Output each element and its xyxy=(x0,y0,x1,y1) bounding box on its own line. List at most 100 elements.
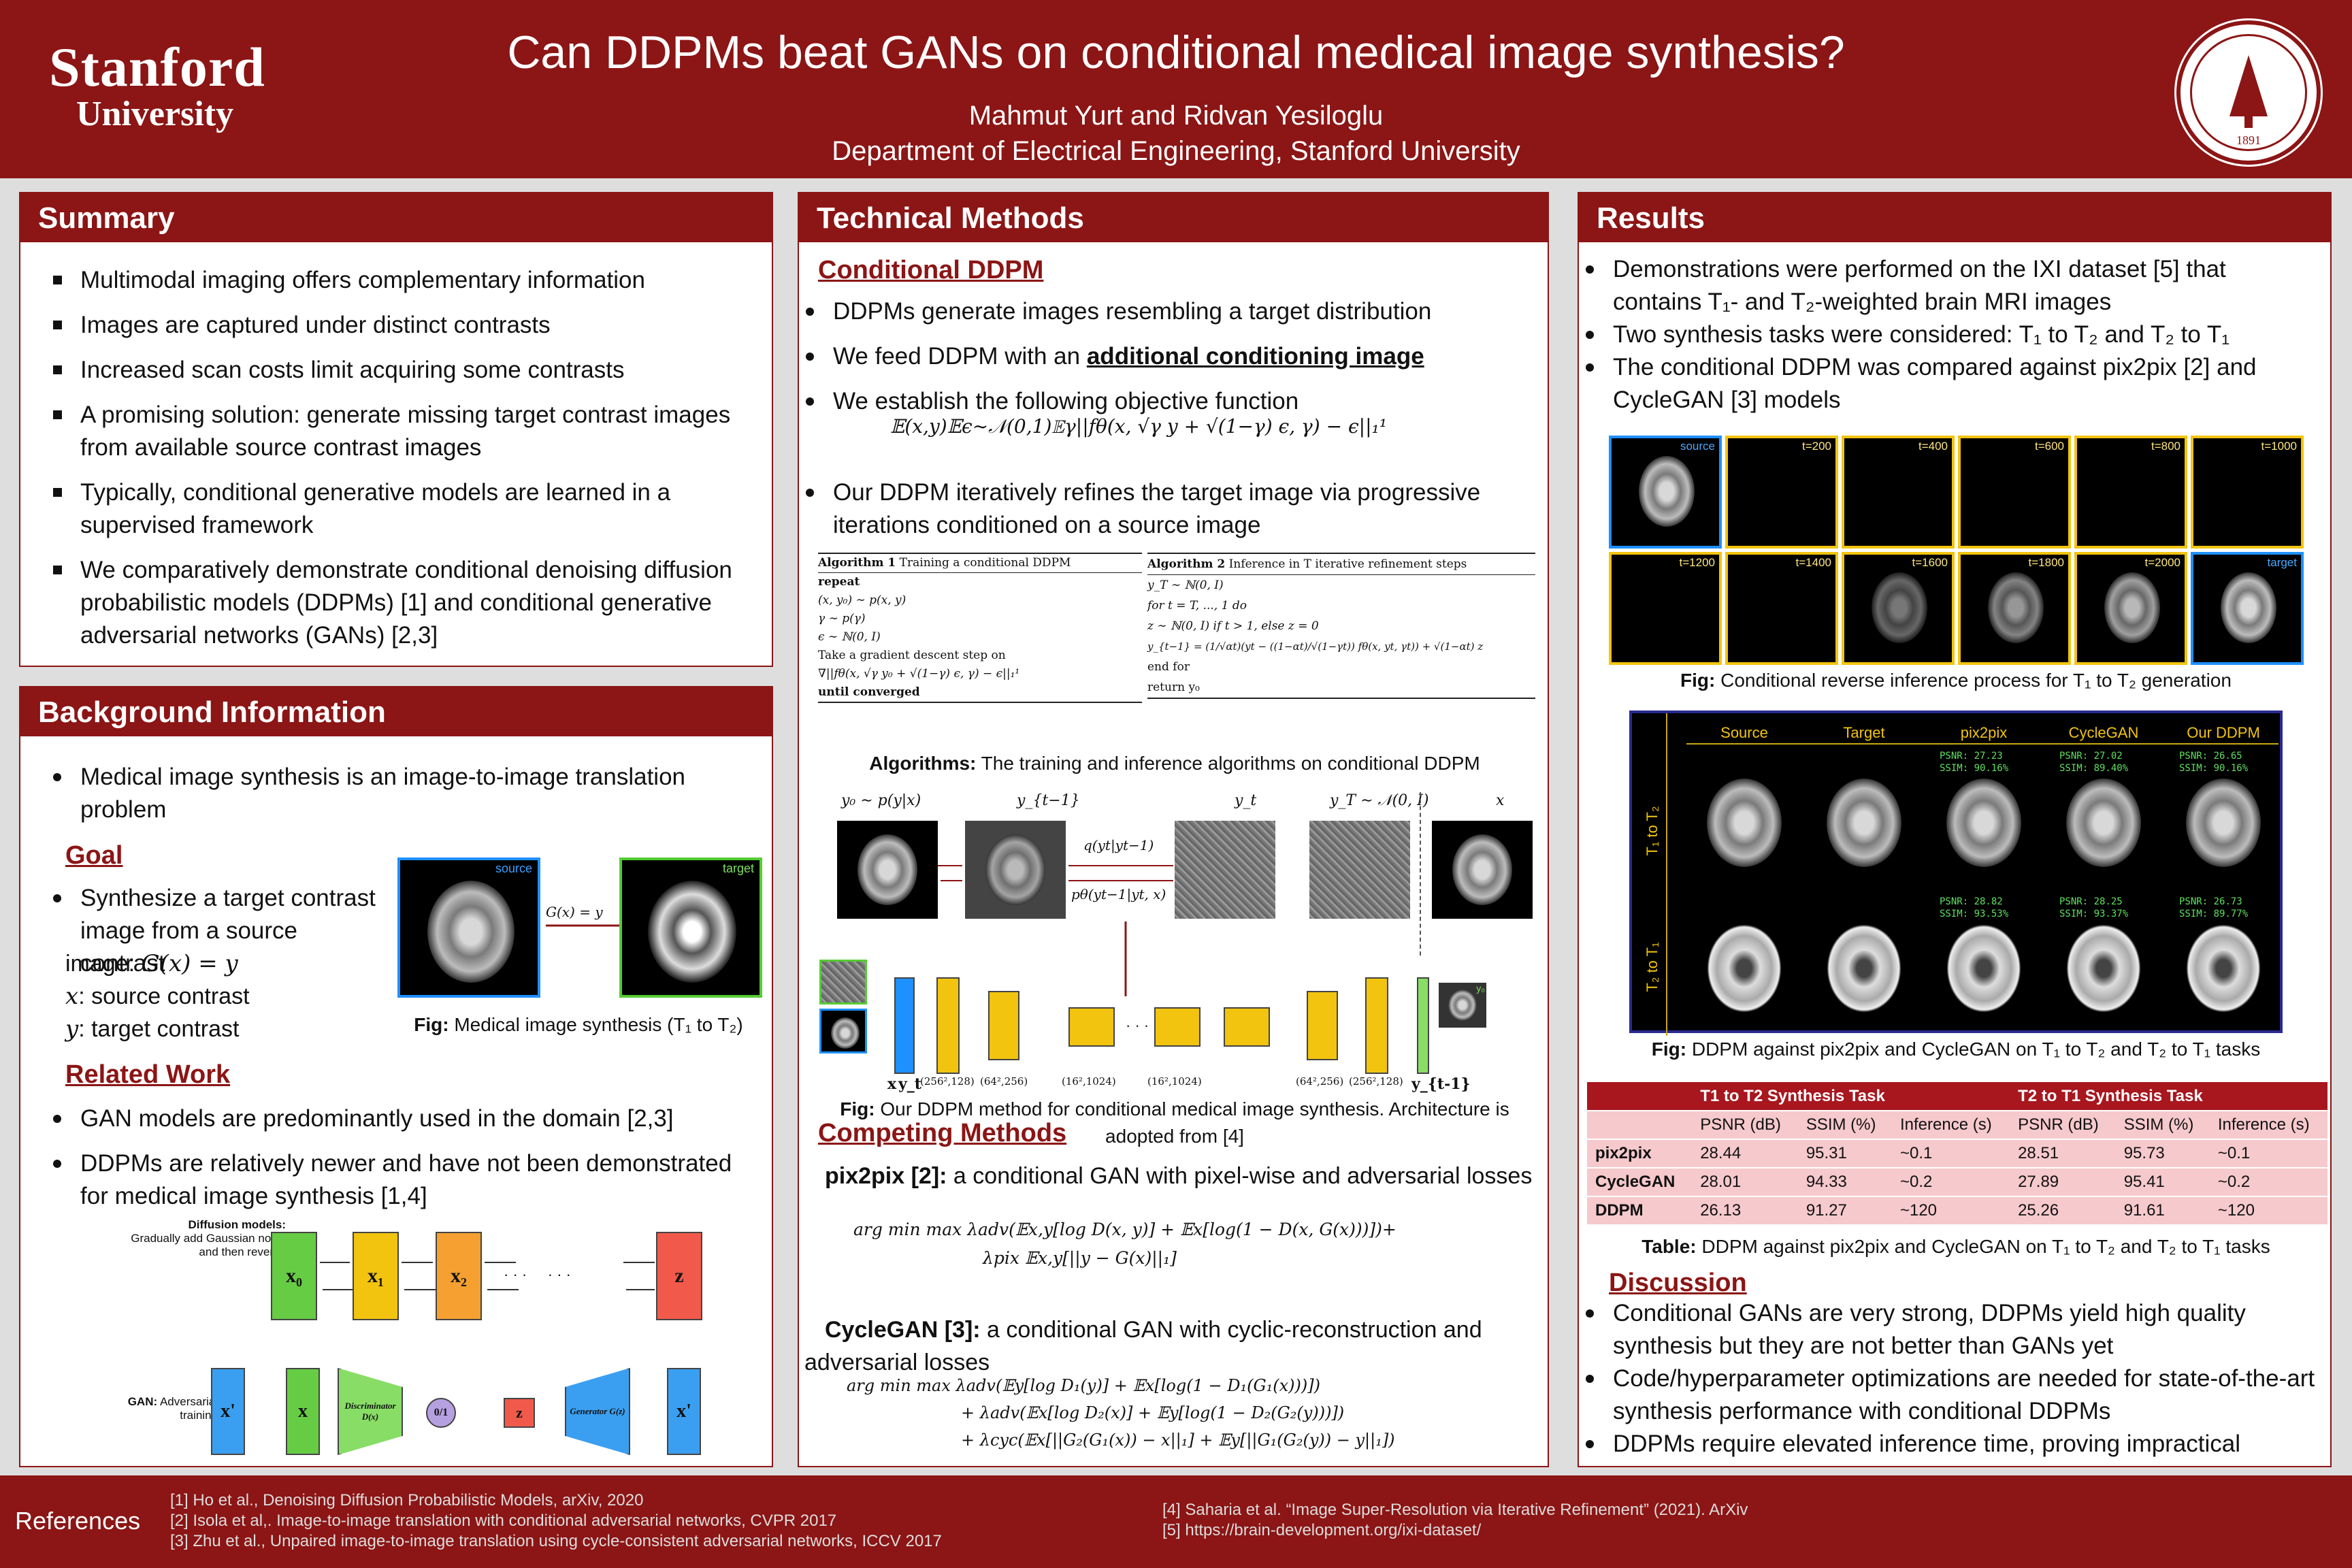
list-item: Two synthesis tasks were considered: T₁ … xyxy=(1586,318,2317,351)
comparison-brain xyxy=(2186,924,2261,1013)
table-cell: DDPM xyxy=(1587,1196,1693,1226)
column-label: CycleGAN xyxy=(2068,724,2139,741)
comparison-brain xyxy=(1707,924,1782,1013)
summary-panel: Summary Multimodal imaging offers comple… xyxy=(19,192,773,667)
list-item: Medical image synthesis is an image-to-i… xyxy=(53,761,758,826)
discussion-heading: Discussion xyxy=(1609,1269,1747,1297)
table-cell: ~0.1 xyxy=(2209,1139,2328,1169)
cyclegan-equation: arg min max λadv(𝔼y[log D₁(y)] + 𝔼x[log(… xyxy=(847,1376,1320,1395)
background-panel: Background Information Medical image syn… xyxy=(19,686,773,1467)
column-label: Our DDPM xyxy=(2187,724,2260,741)
grid-caption: Fig: Conditional reverse inference proce… xyxy=(1680,670,2232,691)
unet-block xyxy=(936,977,960,1074)
chain-separator xyxy=(1420,792,1421,956)
comparison-brain xyxy=(1946,924,2021,1013)
grid-label: t=1200 xyxy=(1679,556,1715,569)
source-image: source xyxy=(397,858,540,998)
table-caption: Table: DDPM against pix2pix and CycleGAN… xyxy=(1642,1236,2270,1257)
poster-authors: Mahmut Yurt and Ridvan Yesiloglu xyxy=(968,101,1384,131)
table-cell: 95.31 xyxy=(1797,1139,1892,1169)
list-item: Synthesize a target contrast image from … xyxy=(53,882,384,980)
unet-label: (16²,1024) xyxy=(1062,1075,1116,1088)
grid-cell: t=200 xyxy=(1725,436,1838,549)
y-definition: : target contrast xyxy=(78,1016,240,1042)
poster-affiliation: Department of Electrical Engineering, St… xyxy=(832,136,1520,166)
reverse-label: pθ(yt−1|yt, x) xyxy=(1071,886,1166,902)
diagram-box: Generator G(z) xyxy=(565,1368,630,1455)
architecture-caption: Fig: Our DDPM method for conditional med… xyxy=(840,1098,1509,1147)
table-column-header: Inference (s) xyxy=(1891,1111,2010,1140)
table-cell: 25.26 xyxy=(2010,1196,2116,1226)
fig-caption: Fig: Medical image synthesis (T₁ to T₂) xyxy=(414,1014,743,1035)
methods-panel: Technical Methods Conditional DDPM DDPMs… xyxy=(798,192,1549,1467)
list-item: GAN models are predominantly used in the… xyxy=(53,1102,758,1135)
forward-label: q(yt|yt−1) xyxy=(1083,837,1154,853)
grid-label: source xyxy=(1680,440,1715,453)
list-item: We feed DDPM with an additional conditio… xyxy=(806,340,1534,373)
reference-item: [3] Zhu et al., Unpaired image-to-image … xyxy=(170,1532,942,1550)
unet-label: y_t xyxy=(898,1075,921,1093)
unet-label: (256²,128) xyxy=(920,1075,975,1088)
grid-cell: t=800 xyxy=(2074,436,2187,549)
grid-cell: t=1000 xyxy=(2191,436,2304,549)
list-item: Our DDPM iteratively refines the target … xyxy=(806,476,1534,542)
table-column-header: SSIM (%) xyxy=(1797,1111,1892,1140)
row-label: T₂ to T₁ xyxy=(1644,942,1661,992)
comparison-brain xyxy=(1827,924,1901,1013)
output-thumb: y₀ xyxy=(1439,983,1486,1028)
chain-label: y_T ∼ 𝒩(0, I) xyxy=(1330,792,1429,809)
objective-equation: 𝔼(x,y)𝔼ϵ∼𝒩(0,1)𝔼γ||fθ(x, √γ y + √(1−γ) ϵ… xyxy=(890,415,1387,438)
algorithm-1: Algorithm 1 Training a conditional DDPM … xyxy=(818,553,1142,703)
table-cell: ~120 xyxy=(2209,1196,2328,1226)
chain-label: y_{t−1} xyxy=(1017,792,1080,809)
list-item: Images are captured under distinct contr… xyxy=(53,309,758,342)
table-group: T1 to T2 Synthesis Task xyxy=(1692,1082,2010,1111)
comparison-brain xyxy=(2066,779,2141,867)
chain-image xyxy=(1309,821,1410,919)
grid-cell: t=400 xyxy=(1842,436,1955,549)
unet-block xyxy=(1417,977,1429,1074)
table-cell: 26.13 xyxy=(1692,1196,1798,1226)
comparison-brain xyxy=(2186,779,2261,867)
table-group: T2 to T1 Synthesis Task xyxy=(2010,1082,2328,1111)
unet-block xyxy=(1365,977,1388,1074)
diagram-box: Discriminator D(x) xyxy=(338,1368,403,1455)
stanford-seal-icon: 1891 xyxy=(2176,20,2321,165)
unet-block xyxy=(1068,1007,1115,1047)
diagram-box: z xyxy=(504,1398,535,1428)
reference-item: [4] Saharia et al. “Image Super-Resoluti… xyxy=(1162,1501,1748,1519)
mapping-label: G(x) = y xyxy=(546,904,603,920)
reference-item: [1] Ho et al., Denoising Diffusion Proba… xyxy=(170,1491,644,1509)
reference-item: [2] Isola et al,. Image-to-image transla… xyxy=(170,1512,837,1530)
comparison-brain xyxy=(1946,779,2021,867)
table-cell: 28.51 xyxy=(2010,1139,2116,1169)
reference-item: [5] https://brain-development.org/ixi-da… xyxy=(1162,1521,1482,1539)
summary-list: Multimodal imaging offers complementary … xyxy=(53,264,758,664)
chain-image xyxy=(965,821,1066,919)
poster-title: Can DDPMs beat GANs on conditional medic… xyxy=(507,27,1845,78)
grid-label: t=400 xyxy=(1918,440,1948,453)
grid-cell: target xyxy=(2191,552,2304,665)
x-symbol: x xyxy=(65,983,79,1010)
diagram-box: x₁ xyxy=(353,1232,399,1320)
grid-label: t=200 xyxy=(1801,440,1831,453)
diagram-arrows xyxy=(320,1262,655,1290)
summary-heading: Summary xyxy=(20,193,772,242)
unet-block xyxy=(1307,991,1338,1060)
list-item: Multimodal imaging offers complementary … xyxy=(53,264,758,297)
table-cell: 95.73 xyxy=(2115,1139,2210,1169)
row-label: T₁ to T₂ xyxy=(1644,806,1661,856)
table-cell: 28.44 xyxy=(1692,1139,1798,1169)
unet-block xyxy=(894,977,915,1074)
list-item: Typically, conditional generative models… xyxy=(53,476,758,542)
grid-label: t=1000 xyxy=(2261,440,2297,453)
cyclegan-equation: + λadv(𝔼x[log D₂(x)] + 𝔼y[log(1 − D₂(G₂(… xyxy=(961,1403,1345,1422)
diagram-box: x xyxy=(286,1368,320,1455)
